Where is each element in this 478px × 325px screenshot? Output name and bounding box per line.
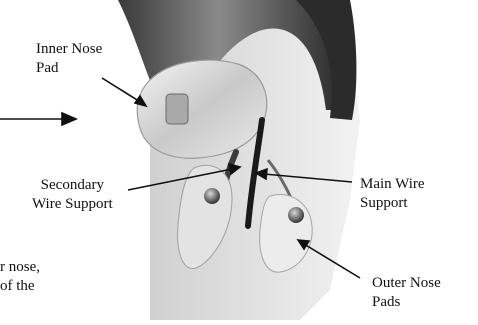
label-line: Inner Nose — [36, 40, 102, 59]
label-secondary-wire-support: Secondary Wire Support — [32, 176, 113, 214]
label-inner-nose-pad: Inner Nose Pad — [36, 40, 102, 78]
label-line: Wire Support — [32, 195, 113, 214]
label-line: Main Wire — [360, 175, 425, 194]
label-line: Pads — [372, 293, 441, 312]
caption-line: r nose, — [0, 258, 40, 277]
caption-fragment: r nose, of the — [0, 258, 40, 296]
label-line: Support — [360, 194, 425, 213]
label-line: Outer Nose — [372, 274, 441, 293]
screw-left — [204, 188, 220, 204]
screw-right — [288, 207, 304, 223]
label-line: Pad — [36, 59, 102, 78]
label-line: Secondary — [32, 176, 113, 195]
arrow-inner-nose-pad — [102, 78, 142, 103]
label-outer-nose-pads: Outer Nose Pads — [372, 274, 441, 312]
caption-line: of the — [0, 277, 40, 296]
label-main-wire-support: Main Wire Support — [360, 175, 425, 213]
pad-clip — [166, 94, 188, 124]
